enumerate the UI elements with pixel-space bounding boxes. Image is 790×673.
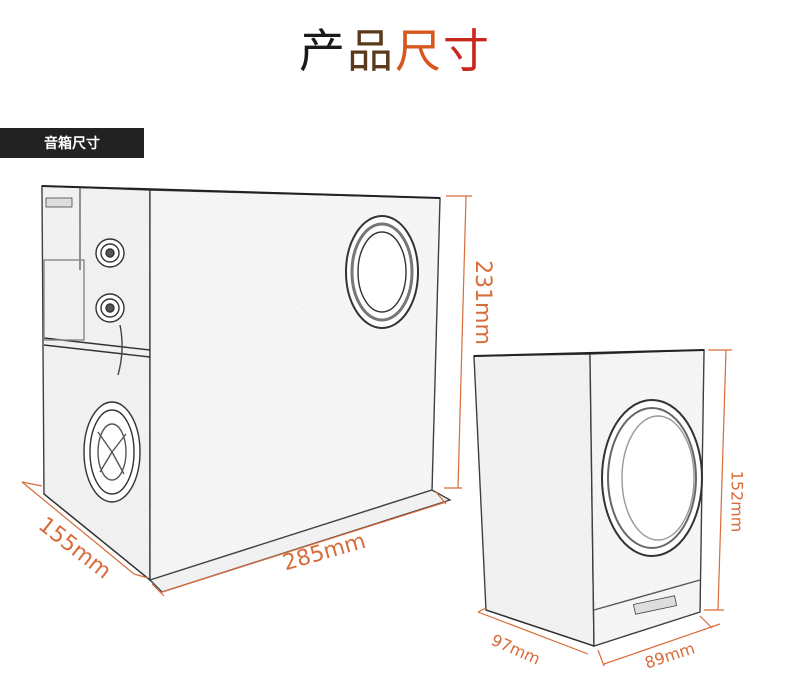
satellite-logo xyxy=(632,595,678,615)
satellite-height-label: 152mm xyxy=(727,470,747,533)
satellite-dimension-lines xyxy=(477,349,732,667)
subwoofer-height-label: 231mm xyxy=(469,260,495,345)
side-woofer-icon xyxy=(83,401,141,503)
title-char: 尺 xyxy=(395,24,443,78)
title-part-product: 产品 xyxy=(299,28,395,74)
subwoofer-logo xyxy=(45,197,73,208)
bass-port-icon xyxy=(345,215,419,329)
section-tag-speaker-size: 音箱尺寸 xyxy=(0,128,144,158)
dimension-diagram xyxy=(21,185,732,667)
volume-knob-icon xyxy=(95,238,125,268)
satellite-illustration xyxy=(473,349,705,647)
bass-knob-icon xyxy=(95,293,125,323)
title-char: 产 xyxy=(299,24,347,78)
title-char: 寸 xyxy=(443,24,491,78)
title-part-size: 尺寸 xyxy=(395,28,491,74)
satellite-driver-icon xyxy=(601,399,703,557)
subwoofer-dimension-lines xyxy=(21,195,472,597)
subwoofer-illustration xyxy=(41,185,452,593)
title-char: 品 xyxy=(347,24,395,78)
page-title: 产品尺寸 xyxy=(0,28,790,74)
